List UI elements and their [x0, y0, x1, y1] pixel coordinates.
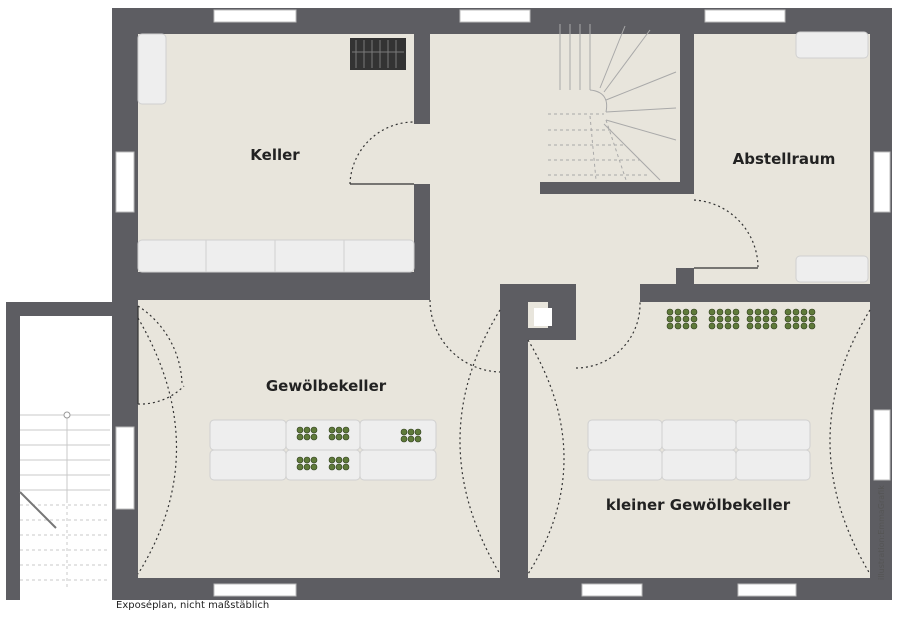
room-label-gewoelbekeller: Gewölbekeller	[266, 377, 387, 395]
keller-furniture	[137, 33, 415, 273]
illustration-credit: illustration:EmmaGrafik	[877, 485, 886, 580]
room-label-kleiner-gewoelbekeller: kleiner Gewölbekeller	[606, 496, 791, 514]
doors	[137, 121, 871, 575]
kleiner-gewoelbekeller-furniture	[587, 419, 811, 481]
interior-walls	[112, 24, 892, 600]
room-label-keller: Keller	[250, 146, 300, 164]
bottle-racks	[296, 426, 422, 471]
plan-caption: Exposéplan, nicht maßstäblich	[116, 600, 270, 611]
shaft	[534, 308, 552, 326]
bottle-crate	[350, 38, 406, 70]
gewoelbekeller-furniture	[209, 419, 437, 481]
bottle-rows	[666, 308, 816, 330]
windows	[115, 9, 891, 597]
exterior-stair	[0, 302, 112, 600]
abstellraum-furniture	[795, 31, 869, 283]
room-label-abstellraum: Abstellraum	[733, 150, 836, 168]
interior-stair	[548, 24, 677, 181]
